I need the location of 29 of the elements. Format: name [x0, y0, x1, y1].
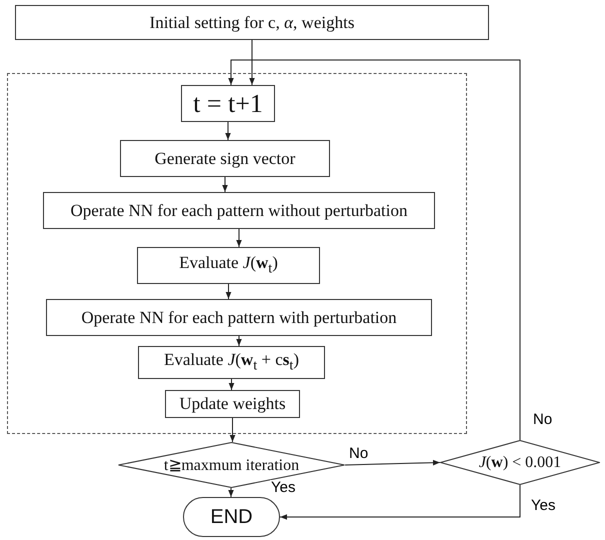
dashed-loop-box — [7, 73, 467, 434]
arrow — [225, 122, 231, 140]
process-box: Initial setting for c, α, weights — [15, 5, 489, 40]
arrow — [249, 40, 255, 86]
edge-label: Yes — [530, 498, 556, 513]
arrow — [236, 228, 242, 248]
arrow — [236, 336, 242, 346]
arrow — [230, 418, 236, 442]
arrow — [228, 488, 234, 498]
process-box: Operate NN for each pattern without perturbation — [43, 192, 435, 229]
process-box: Update weights — [165, 390, 300, 418]
condition-text: J(w) < 0.001 — [478, 454, 562, 472]
process-box: Evaluate J(w$_{t}$ + cs$_{t}$) — [138, 346, 325, 379]
arrow — [344, 460, 440, 466]
process-box: Operate NN for each pattern with perturbation — [46, 299, 432, 336]
decision-diamond — [440, 440, 600, 485]
arrow — [228, 378, 234, 390]
process-box: Generate sign vector — [120, 140, 330, 177]
condition-text: t≧maxmum iteration — [164, 456, 300, 475]
arrow — [280, 484, 520, 520]
arrow — [226, 284, 232, 300]
process-box: Evaluate J(w$_{t}$) — [137, 247, 320, 284]
edge-label: No — [532, 412, 554, 427]
edge-label: No — [348, 446, 370, 461]
process-box: t = t+1 — [181, 85, 275, 122]
arrow — [228, 60, 520, 440]
edge-label: Yes — [270, 480, 296, 495]
arrow — [222, 176, 228, 192]
terminator: END — [183, 497, 280, 537]
